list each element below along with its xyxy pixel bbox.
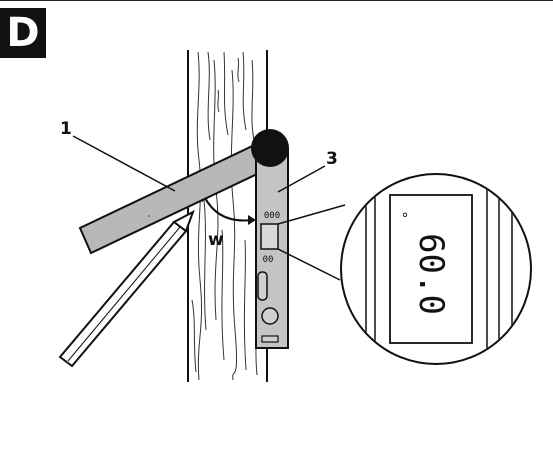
angle-reading: 60.0 — [411, 233, 451, 315]
degree-symbol: ° — [402, 211, 409, 227]
callout-3: 3 — [326, 149, 338, 169]
top-divider — [0, 0, 553, 1]
side-slider — [257, 271, 268, 301]
magnifier: ° 60.0 — [340, 173, 532, 365]
callout-angle-w: w — [208, 230, 224, 250]
hinge-knob — [251, 129, 289, 167]
protractor-body: 000 00 — [255, 149, 289, 349]
callouts: 1 3 w — [60, 119, 338, 250]
tool-slot — [261, 335, 279, 343]
callout-1-leader — [72, 135, 176, 192]
tool-button — [261, 307, 279, 325]
callout-3-leader — [277, 165, 326, 193]
tool-bottom-digits: 00 — [263, 255, 274, 265]
tool-display-window — [260, 223, 279, 250]
tool-top-digits: 000 — [264, 211, 280, 221]
magnified-screen — [389, 194, 473, 344]
panel-letter-badge: D — [0, 8, 46, 58]
magnifier-connector — [277, 204, 346, 281]
pencil — [58, 209, 195, 368]
callout-1: 1 — [60, 119, 72, 139]
